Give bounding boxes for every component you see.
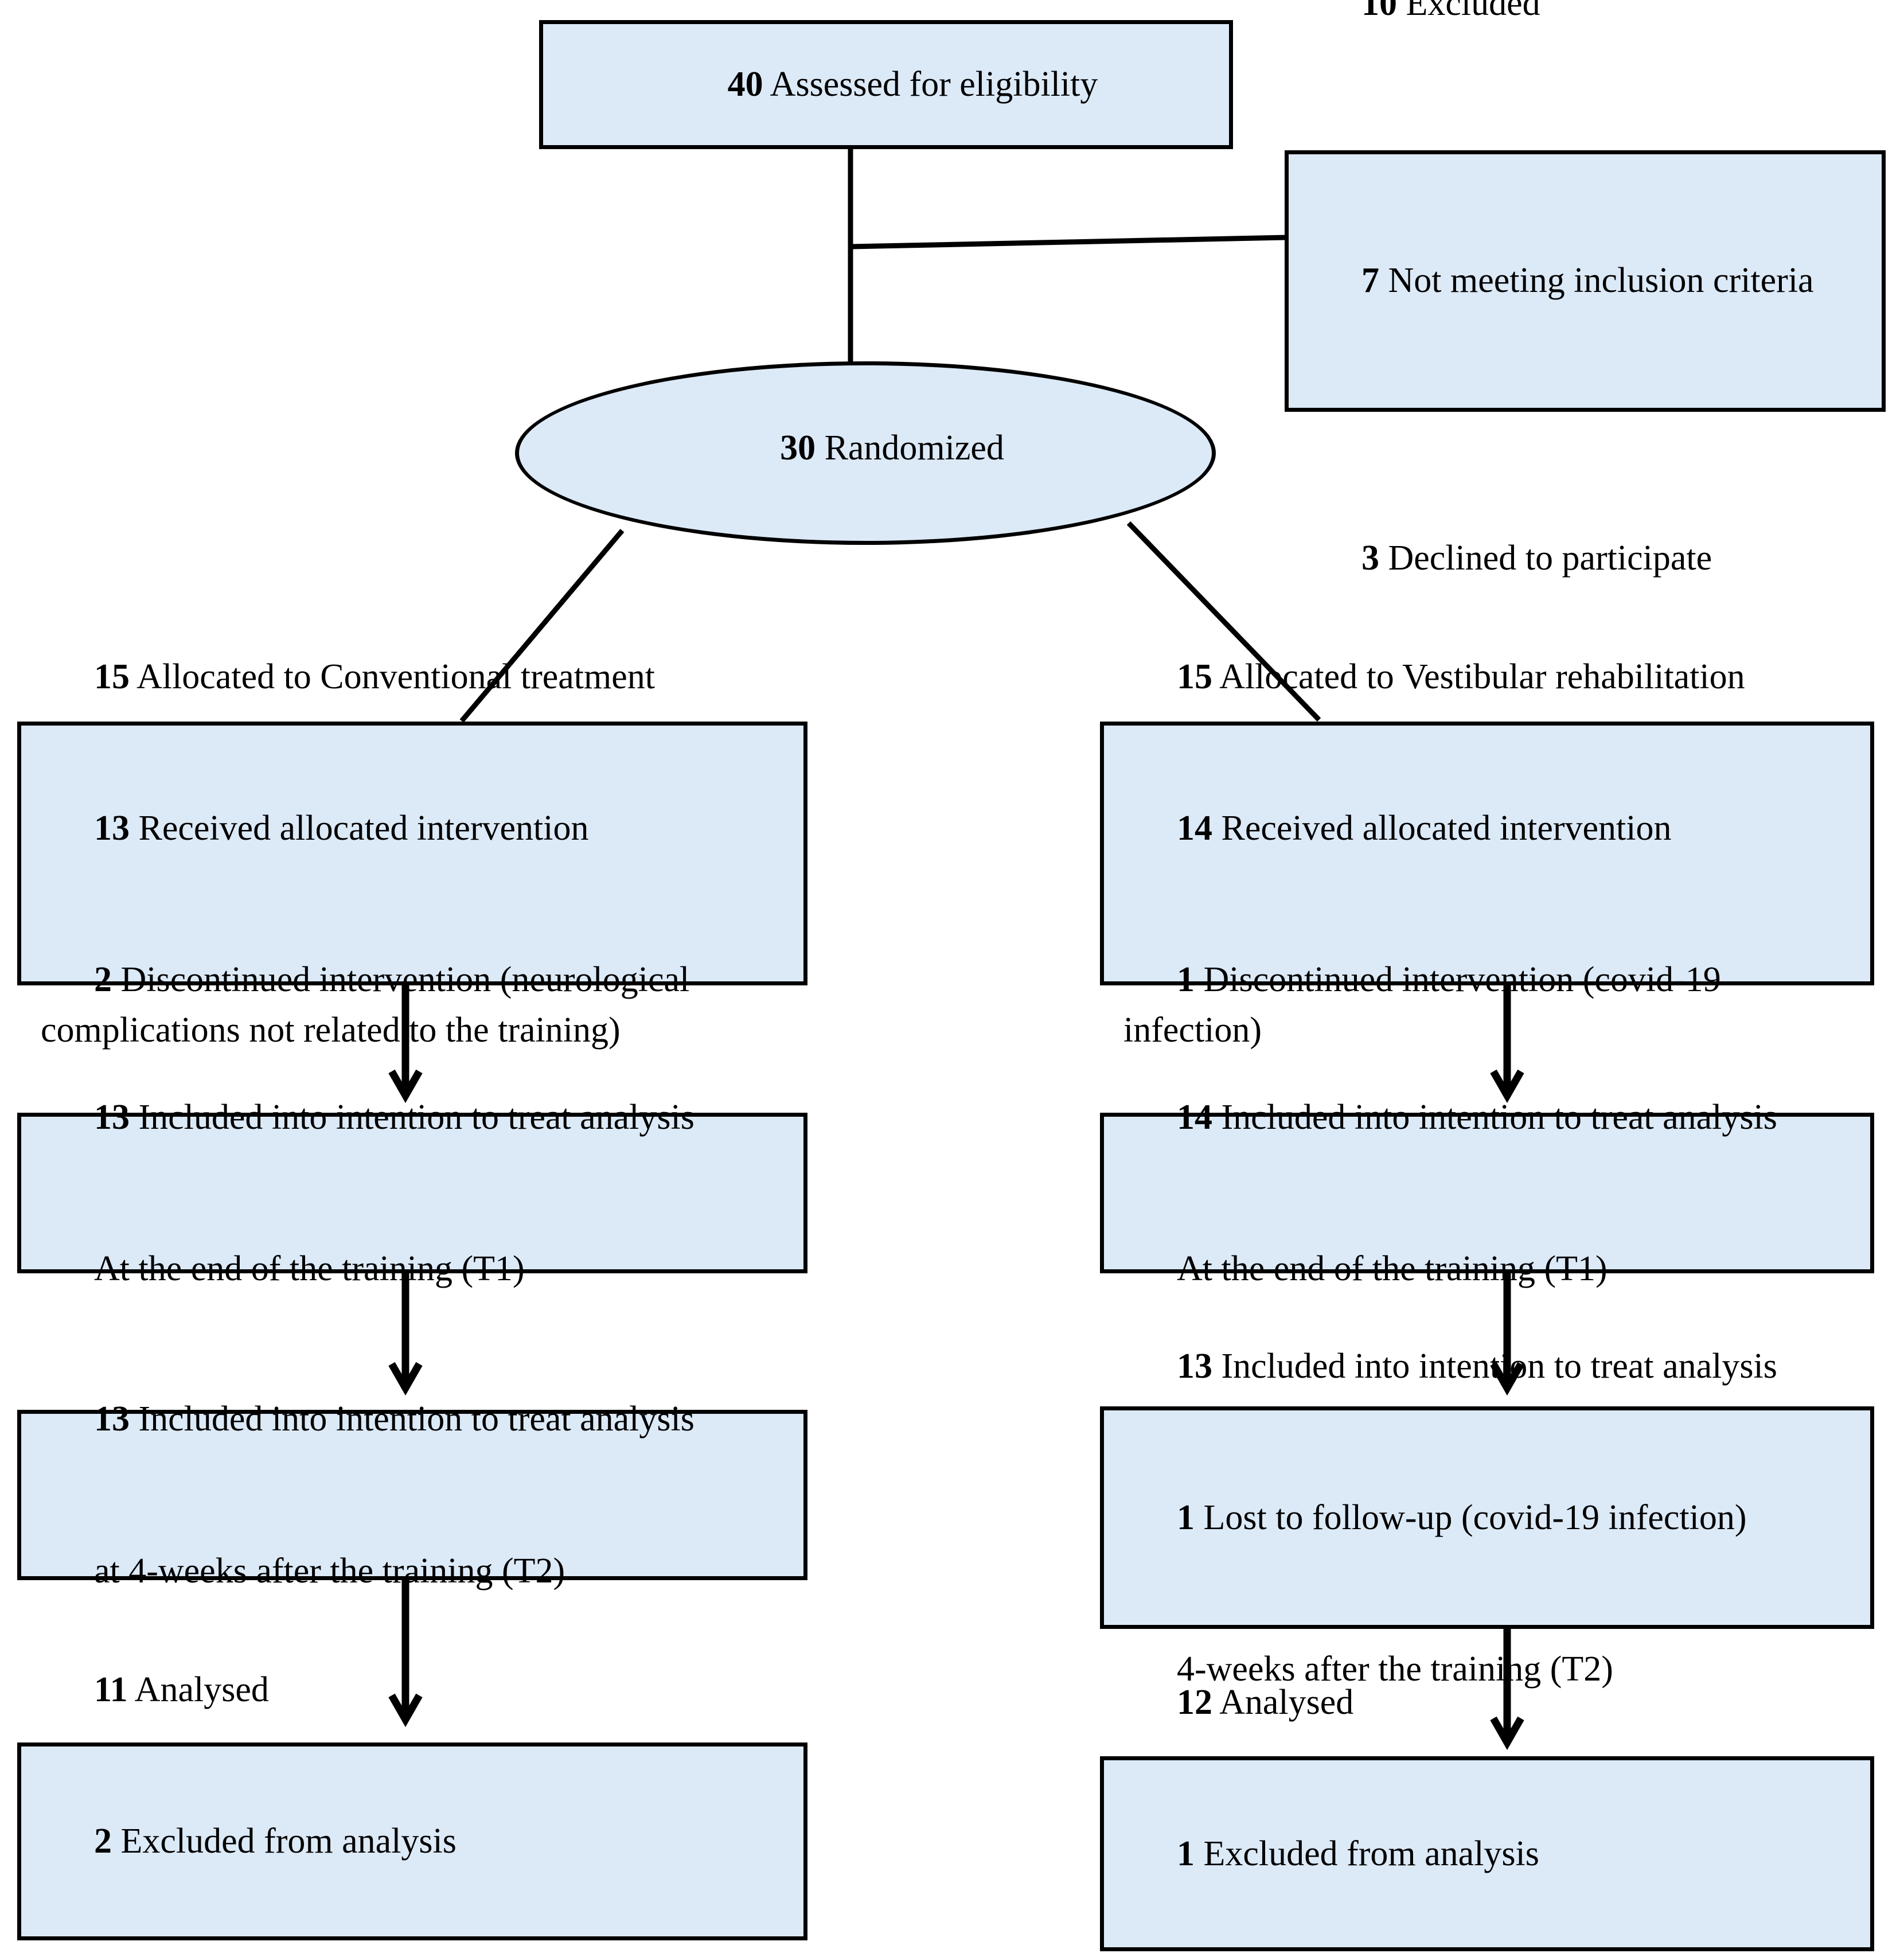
right-alloc-count-2: 14 <box>1177 808 1212 848</box>
right-t2-text-3: 4-weeks after the training (T2) <box>1177 1650 1613 1689</box>
left-analysis-text-2: Excluded from analysis <box>112 1822 457 1861</box>
right-analysis-text-1: Analysed <box>1212 1682 1354 1722</box>
node-left-allocation[interactable]: 15 Allocated to Conventional treatment 1… <box>17 657 807 1050</box>
node-excluded[interactable]: 10 Excluded 7 Not meeting inclusion crit… <box>1285 0 1886 578</box>
right-t1-text-1: Included into intention to treat analysi… <box>1212 1097 1777 1137</box>
right-alloc-count-3: 1 <box>1177 960 1195 1000</box>
right-t1-line-2: At the end of the training (T1) <box>1104 1193 1870 1344</box>
link-enrollment-to-excluded <box>850 235 1287 250</box>
excluded-text-1: Excluded <box>1397 0 1540 23</box>
node-right-itt-t2[interactable]: 13 Included into intention to treat anal… <box>1100 1347 1874 1689</box>
right-t1-text-2: At the end of the training (T1) <box>1177 1249 1608 1289</box>
right-t2-line-3: 4-weeks after the training (T2) <box>1104 1593 1870 1745</box>
right-t2-line-2: 1 Lost to follow-up (covid-19 infection) <box>1104 1442 1870 1593</box>
excluded-line-1: 10 Excluded <box>1289 0 1882 142</box>
randomized-line: 30 Randomized <box>727 372 1004 524</box>
excluded-text-3: Declined to participate <box>1379 538 1712 578</box>
right-t2-text-2: Lost to follow-up (covid-19 infection) <box>1195 1498 1747 1537</box>
right-alloc-line-2: 14 Received allocated intervention <box>1104 753 1870 904</box>
left-t1-line-1: 13 Included into intention to treat anal… <box>21 1042 803 1193</box>
left-t2-line-2: at 4-weeks after the training (T2) <box>21 1495 803 1647</box>
assessed-line: 40 Assessed for eligibility <box>674 9 1098 160</box>
left-analysis-line-3: (covid-19 infection) <box>21 1917 803 1957</box>
left-alloc-count-1: 15 <box>94 657 130 696</box>
right-analysis-line-1: 12 Analysed <box>1104 1627 1870 1778</box>
node-right-analysed[interactable]: 12 Analysed 1 Excluded from analysis (co… <box>1100 1683 1874 1951</box>
node-left-itt-t1[interactable]: 13 Included into intention to treat anal… <box>17 1098 807 1288</box>
left-t2-count-1: 13 <box>94 1399 130 1439</box>
left-alloc-text-2: Received allocated intervention <box>130 808 589 848</box>
left-alloc-line-1: 15 Allocated to Conventional treatment <box>21 601 803 753</box>
assessed-count: 40 <box>727 65 763 104</box>
right-t1-count-1: 14 <box>1177 1097 1212 1137</box>
node-left-itt-t2[interactable]: 13 Included into intention to treat anal… <box>17 1399 807 1590</box>
node-right-itt-t1[interactable]: 14 Included into intention to treat anal… <box>1100 1098 1874 1288</box>
left-t2-text-2: at 4-weeks after the training (T2) <box>94 1551 565 1590</box>
left-analysis-count-2: 2 <box>94 1822 112 1861</box>
right-t2-text-1: Included into intention to treat analysi… <box>1212 1346 1777 1386</box>
right-alloc-line-1: 15 Allocated to Vestibular rehabilitatio… <box>1104 601 1870 753</box>
assessed-text: Assessed for eligibility <box>763 65 1098 104</box>
left-alloc-text-3: Discontinued intervention (neurological … <box>41 960 699 1050</box>
left-analysis-count-1: 11 <box>94 1670 128 1710</box>
node-right-allocation[interactable]: 15 Allocated to Vestibular rehabilitatio… <box>1100 657 1874 1050</box>
left-alloc-line-2: 13 Received allocated intervention <box>21 753 803 904</box>
left-t2-line-1: 13 Included into intention to treat anal… <box>21 1343 803 1495</box>
excluded-count-3: 3 <box>1361 538 1379 578</box>
right-analysis-line-3: (covid-19 infection) <box>1104 1929 1870 1957</box>
left-analysis-line-2: 2 Excluded from analysis <box>21 1765 803 1917</box>
left-alloc-text-1: Allocated to Conventional treatment <box>130 657 655 696</box>
left-analysis-text-1: Analysed <box>127 1670 269 1710</box>
node-randomized[interactable]: 30 Randomized <box>515 361 1216 545</box>
randomized-count: 30 <box>780 428 816 467</box>
excluded-count-2: 7 <box>1361 261 1379 301</box>
excluded-line-3: 3 Declined to participate <box>1289 420 1882 697</box>
excluded-text-2: Not meeting inclusion criteria <box>1379 261 1814 301</box>
node-assessed-for-eligibility[interactable]: 40 Assessed for eligibility <box>539 20 1233 149</box>
right-alloc-text-2: Received allocated intervention <box>1212 808 1672 848</box>
left-alloc-count-3: 2 <box>94 960 112 1000</box>
left-t1-text-2: At the end of the training (T1) <box>94 1249 525 1289</box>
left-analysis-line-1: 11 Analysed <box>21 1614 803 1765</box>
left-alloc-line-3: 2 Discontinued intervention (neurologica… <box>21 904 803 1106</box>
right-t2-count-2: 1 <box>1177 1498 1195 1537</box>
excluded-count-1: 10 <box>1361 0 1397 23</box>
right-t2-line-1: 13 Included into intention to treat anal… <box>1104 1291 1870 1442</box>
left-t1-line-2: At the end of the training (T1) <box>21 1193 803 1344</box>
right-alloc-count-1: 15 <box>1177 657 1212 696</box>
left-alloc-count-2: 13 <box>94 808 130 848</box>
right-t2-count-1: 13 <box>1177 1346 1212 1386</box>
right-t1-line-1: 14 Included into intention to treat anal… <box>1104 1042 1870 1193</box>
randomized-text: Randomized <box>816 428 1004 467</box>
left-t1-text-1: Included into intention to treat analysi… <box>130 1097 695 1137</box>
right-analysis-count-1: 12 <box>1177 1682 1212 1722</box>
right-alloc-line-3: 1 Discontinued intervention (covid-19 in… <box>1104 904 1870 1106</box>
left-t1-count-1: 13 <box>94 1097 130 1137</box>
right-analysis-text-2: Excluded from analysis <box>1195 1834 1539 1873</box>
node-left-analysed[interactable]: 11 Analysed 2 Excluded from analysis (co… <box>17 1670 807 1940</box>
left-t2-text-1: Included into intention to treat analysi… <box>130 1399 695 1439</box>
right-analysis-count-2: 1 <box>1177 1834 1195 1873</box>
right-analysis-line-2: 1 Excluded from analysis <box>1104 1778 1870 1929</box>
excluded-line-2: 7 Not meeting inclusion criteria <box>1289 142 1882 420</box>
right-alloc-text-1: Allocated to Vestibular rehabilitation <box>1212 657 1745 696</box>
right-alloc-text-3: Discontinued intervention (covid-19 infe… <box>1123 960 1730 1050</box>
